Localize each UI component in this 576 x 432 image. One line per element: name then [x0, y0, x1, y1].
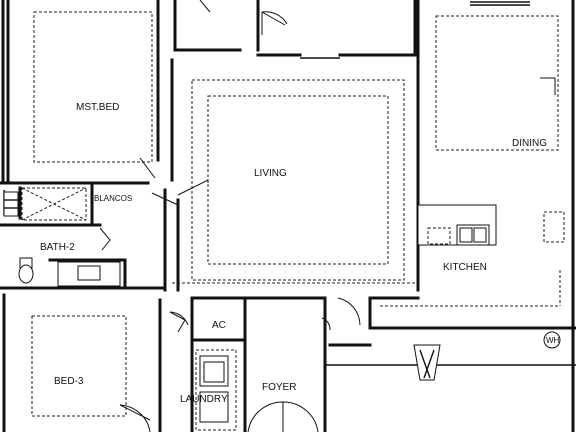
doors [99, 0, 556, 432]
room-label-laundry: LAUNDRY [180, 394, 228, 405]
room-label-blancos: BLANCOS [94, 194, 132, 203]
room-labels: MST.BED LIVING DINING BLANCOS BATH-2 KIT… [40, 102, 560, 405]
room-label-master-bedroom: MST.BED [76, 102, 119, 113]
room-label-ac: AC [212, 320, 226, 331]
room-label-dining: DINING [512, 138, 547, 149]
room-label-bedroom3: BED-3 [54, 376, 84, 387]
room-label-bath2: BATH-2 [40, 242, 75, 253]
room-label-foyer: FOYER [262, 382, 296, 393]
water-heater-icon [543, 331, 561, 349]
room-label-living: LIVING [254, 168, 287, 179]
fixtures [3, 1, 561, 423]
room-label-kitchen: KITCHEN [443, 262, 487, 273]
water-heater-label: WH [546, 336, 560, 345]
